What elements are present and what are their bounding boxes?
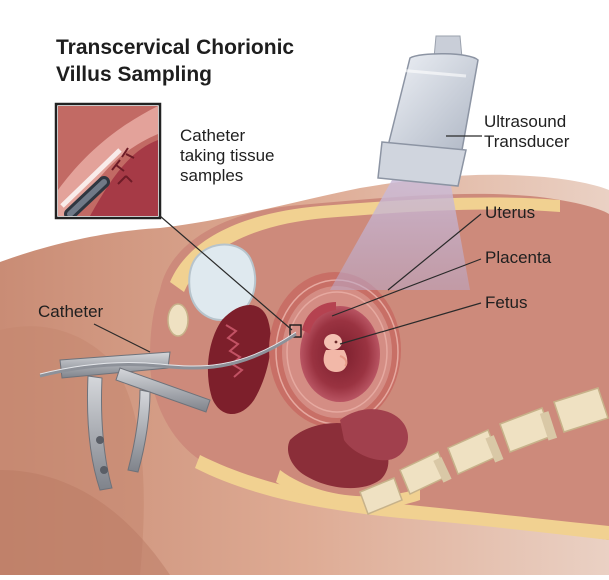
pubic-bone [167,303,189,337]
sample-site-marker [289,324,302,338]
placenta [302,302,336,334]
fat-layer [170,197,560,292]
label-line: Catheter [180,126,246,145]
label-ultrasound-transducer: Ultrasound Transducer [484,112,569,152]
catheter-tube [39,332,297,378]
label-line: samples [180,166,244,185]
diagram-title: Transcervical Chorionic Villus Sampling [56,34,386,88]
label-catheter: Catheter [38,302,104,321]
title-line: Transcervical Chorionic [56,36,295,59]
bowel-2 [340,409,409,461]
fetus [323,334,348,372]
catheter-tube-highlight [39,331,297,375]
fat-lower [195,455,609,540]
label-uterus: Uterus [485,203,536,222]
title-line: Villus Sampling [56,63,212,86]
label-placenta: Placenta [485,248,552,267]
thigh-shading [0,326,144,575]
canal-folds [225,324,244,378]
thigh-lower [0,470,170,575]
label-fetus: Fetus [485,293,528,312]
label-catheter-tissue-samples: Catheter taking tissue samples [180,126,275,186]
label-line: taking tissue [180,146,275,165]
label-line: Transducer [484,132,570,151]
ultrasound-beam [330,180,470,290]
label-line: Ultrasound [484,112,567,131]
inset-zoom [54,102,162,220]
ultrasound-transducer [377,35,479,187]
leader-lines [93,135,482,353]
uterus-ring [286,291,388,413]
spinal-discs [433,411,558,483]
